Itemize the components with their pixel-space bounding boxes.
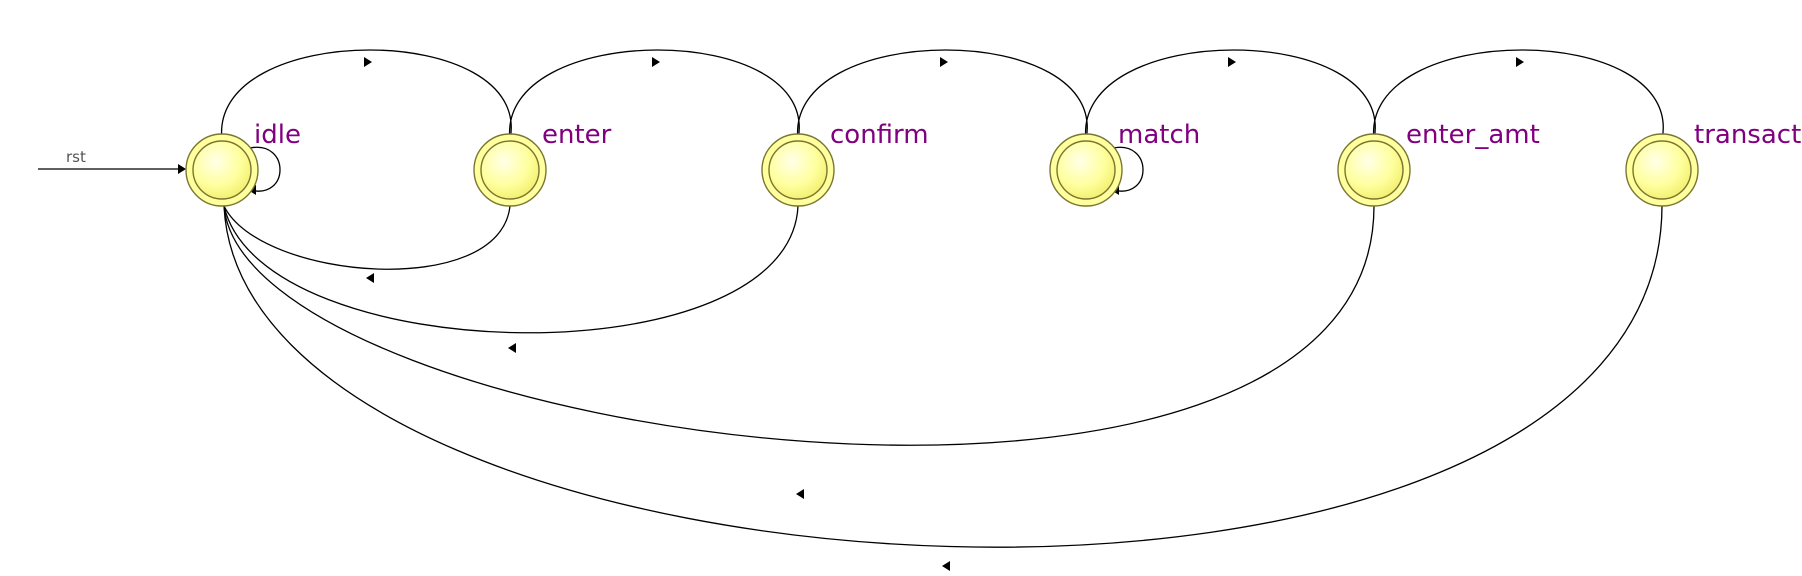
state-idle[interactable]: idle xyxy=(185,120,301,207)
state-label-enter-amt: enter_amt xyxy=(1406,120,1540,150)
state-enter-amt[interactable]: enter_amt xyxy=(1337,120,1540,207)
transition-enter-idle xyxy=(223,205,511,270)
state-label-confirm: confirm xyxy=(830,120,929,150)
state-enter[interactable]: enter xyxy=(473,120,612,207)
arrow-transact-idle xyxy=(942,561,950,571)
arrow-enter-amt-idle xyxy=(796,489,804,499)
arrow-enter-idle xyxy=(366,273,374,283)
state-label-match: match xyxy=(1118,120,1200,150)
transition-match-enter-amt xyxy=(1085,49,1376,141)
transition-enter-confirm xyxy=(509,49,800,141)
arrow-confirm-idle xyxy=(508,343,516,353)
state-label-idle: idle xyxy=(254,120,301,150)
reset-label: rst xyxy=(66,148,86,166)
state-match[interactable]: match xyxy=(1049,120,1200,207)
transitions xyxy=(221,49,1664,571)
arrow-match-enter-amt xyxy=(1228,57,1236,67)
reset-arrow: rst xyxy=(38,148,186,174)
arrow-idle-enter xyxy=(364,57,372,67)
state-label-enter: enter xyxy=(542,120,612,150)
transition-idle-idle xyxy=(249,146,281,192)
transition-match-match xyxy=(1112,146,1144,192)
transition-enter-amt-transact xyxy=(1373,49,1664,141)
state-transact[interactable]: transact xyxy=(1625,120,1801,207)
arrow-enter-amt-transact xyxy=(1516,57,1524,67)
states: idle enter confirm match enter_amt trans… xyxy=(185,120,1801,207)
state-confirm[interactable]: confirm xyxy=(761,120,929,207)
transition-enter-amt-idle xyxy=(223,205,1375,446)
transition-confirm-match xyxy=(797,49,1088,141)
transition-idle-enter xyxy=(221,49,512,141)
transition-transact-idle xyxy=(223,205,1663,548)
arrow-confirm-match xyxy=(940,57,948,67)
arrow-enter-confirm xyxy=(652,57,660,67)
state-label-transact: transact xyxy=(1694,120,1801,150)
transition-confirm-idle xyxy=(223,205,799,334)
